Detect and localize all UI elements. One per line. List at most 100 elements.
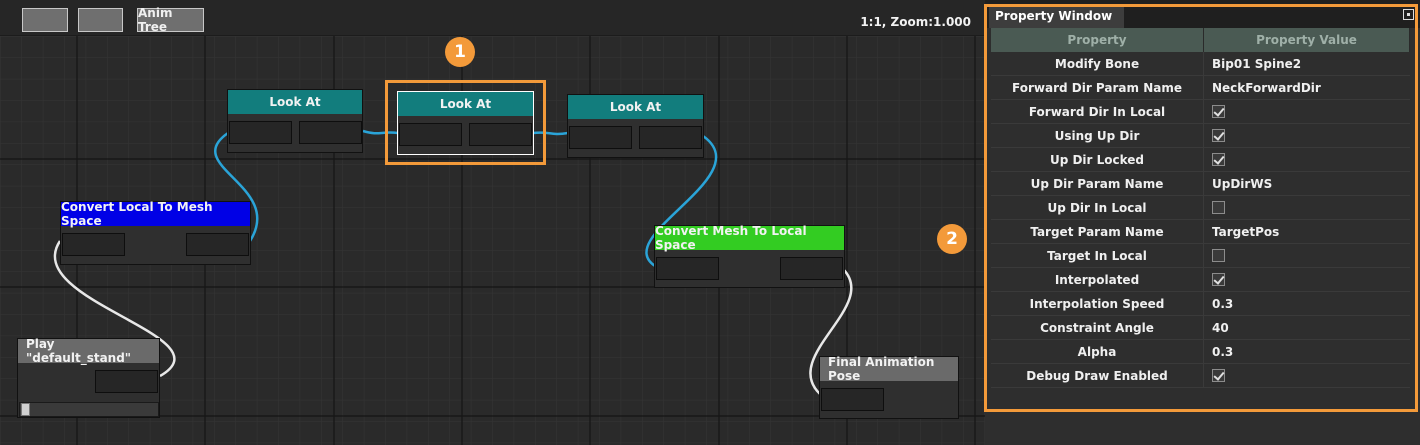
property-name: Forward Dir Param Name (991, 76, 1204, 99)
property-row[interactable]: Up Dir In Local (991, 196, 1410, 220)
property-value-cell (1204, 196, 1410, 219)
property-name: Forward Dir In Local (991, 100, 1204, 123)
property-checkbox[interactable] (1212, 201, 1225, 214)
property-table-header: Property Property Value (991, 28, 1410, 52)
link-lookat3-to-mesh-to-local (645, 134, 718, 268)
property-name: Up Dir In Local (991, 196, 1204, 219)
property-checkbox[interactable] (1212, 105, 1225, 118)
property-value[interactable]: TargetPos (1212, 224, 1280, 239)
play-animation-node[interactable]: Play "default_stand" (17, 337, 160, 418)
input-slot[interactable] (656, 257, 719, 280)
property-name: Constraint Angle (991, 316, 1204, 339)
anim-tree-button[interactable]: Anim Tree (137, 6, 204, 34)
look-at-node-2[interactable]: Look At (397, 91, 534, 155)
property-row[interactable]: Using Up Dir (991, 124, 1410, 148)
link-lookat2-to-lookat3 (532, 131, 569, 136)
property-row[interactable]: Modify Bone Bip01 Spine2 (991, 52, 1410, 76)
property-row[interactable]: Debug Draw Enabled (991, 364, 1410, 388)
property-name: Modify Bone (991, 52, 1204, 75)
pin-icon[interactable] (1403, 9, 1414, 20)
property-name: Target Param Name (991, 220, 1204, 243)
property-row[interactable]: Forward Dir Param Name NeckForwardDir (991, 76, 1410, 100)
link-play-to-local-to-mesh (53, 240, 176, 378)
property-name: Using Up Dir (991, 124, 1204, 147)
look-at-node-3[interactable]: Look At (567, 94, 704, 158)
property-checkbox[interactable] (1212, 129, 1225, 142)
property-row[interactable]: Constraint Angle 40 (991, 316, 1410, 340)
back-button[interactable] (22, 8, 68, 32)
input-slot[interactable] (399, 123, 462, 146)
input-slot[interactable] (229, 121, 292, 144)
look-at-node-1-title: Look At (228, 90, 362, 114)
property-checkbox[interactable] (1212, 273, 1225, 286)
property-window: Property Window Property Property Value … (937, 0, 1420, 445)
property-name: Up Dir Param Name (991, 172, 1204, 195)
property-value[interactable]: 0.3 (1212, 344, 1234, 359)
property-checkbox[interactable] (1212, 249, 1225, 262)
property-row[interactable]: Interpolated (991, 268, 1410, 292)
convert-mesh-to-local-node[interactable]: Convert Mesh To Local Space (654, 224, 845, 288)
property-window-tab[interactable]: Property Window (989, 5, 1124, 28)
property-row[interactable]: Target Param Name TargetPos (991, 220, 1410, 244)
final-animation-pose-node[interactable]: Final Animation Pose (819, 355, 959, 419)
property-name: Interpolated (991, 268, 1204, 291)
output-slot[interactable] (95, 370, 158, 393)
output-slot[interactable] (639, 126, 702, 149)
anim-tree-label: Anim Tree (138, 6, 173, 34)
property-name: Interpolation Speed (991, 292, 1204, 315)
play-animation-title: Play "default_stand" (18, 337, 159, 365)
final-animation-pose-title: Final Animation Pose (820, 355, 958, 383)
property-row[interactable]: Interpolation Speed 0.3 (991, 292, 1410, 316)
property-value[interactable]: 40 (1212, 320, 1229, 335)
property-value[interactable]: 0.3 (1212, 296, 1234, 311)
property-value-cell (1204, 268, 1410, 291)
input-slot[interactable] (821, 388, 884, 411)
convert-local-to-mesh-title: Convert Local To Mesh Space (61, 200, 250, 228)
property-value[interactable]: Bip01 Spine2 (1212, 56, 1302, 71)
property-value-cell (1204, 100, 1410, 123)
selection-highlight-box (385, 80, 546, 165)
output-slot[interactable] (186, 233, 249, 256)
input-slot[interactable] (569, 126, 632, 149)
callout-1: 1 (445, 37, 475, 67)
forward-button[interactable] (78, 8, 123, 32)
convert-local-to-mesh-node[interactable]: Convert Local To Mesh Space (60, 200, 251, 265)
callout-2: 2 (937, 224, 967, 254)
property-row[interactable]: Up Dir Locked (991, 148, 1410, 172)
property-value[interactable]: UpDirWS (1212, 176, 1273, 191)
link-local-to-mesh-to-lookat1 (213, 131, 259, 242)
property-name: Target In Local (991, 244, 1204, 267)
property-row[interactable]: Forward Dir In Local (991, 100, 1410, 124)
anim-graph-editor[interactable]: Anim Tree 1:1, Zoom:1.000 (0, 0, 985, 445)
property-table: Property Property Value Modify Bone Bip01… (991, 28, 1410, 388)
input-slot[interactable] (62, 233, 125, 256)
property-value-cell (1204, 148, 1410, 171)
link-lookat1-to-lookat2 (362, 129, 399, 135)
output-slot[interactable] (299, 121, 362, 144)
property-highlight-box (984, 4, 1418, 412)
look-at-node-2-title: Look At (398, 92, 533, 116)
property-value-cell (1204, 244, 1410, 267)
property-value-cell (1204, 124, 1410, 147)
scrubber-handle[interactable] (21, 403, 30, 416)
property-checkbox[interactable] (1212, 153, 1225, 166)
zoom-readout: 1:1, Zoom:1.000 (860, 15, 971, 29)
convert-mesh-to-local-title: Convert Mesh To Local Space (655, 224, 844, 252)
property-name: Debug Draw Enabled (991, 364, 1204, 387)
property-checkbox[interactable] (1212, 369, 1225, 382)
property-row[interactable]: Up Dir Param Name UpDirWS (991, 172, 1410, 196)
look-at-node-3-title: Look At (568, 95, 703, 119)
property-name: Up Dir Locked (991, 148, 1204, 171)
header-property-value: Property Value (1204, 28, 1410, 52)
output-slot[interactable] (780, 257, 843, 280)
property-value-cell (1204, 364, 1410, 387)
header-property: Property (991, 28, 1204, 52)
link-mesh-to-local-to-final (809, 268, 853, 395)
look-at-node-1[interactable]: Look At (227, 89, 363, 153)
property-value[interactable]: NeckForwardDir (1212, 80, 1321, 95)
property-row[interactable]: Target In Local (991, 244, 1410, 268)
playback-scrubber[interactable] (19, 402, 159, 417)
output-slot[interactable] (469, 123, 532, 146)
